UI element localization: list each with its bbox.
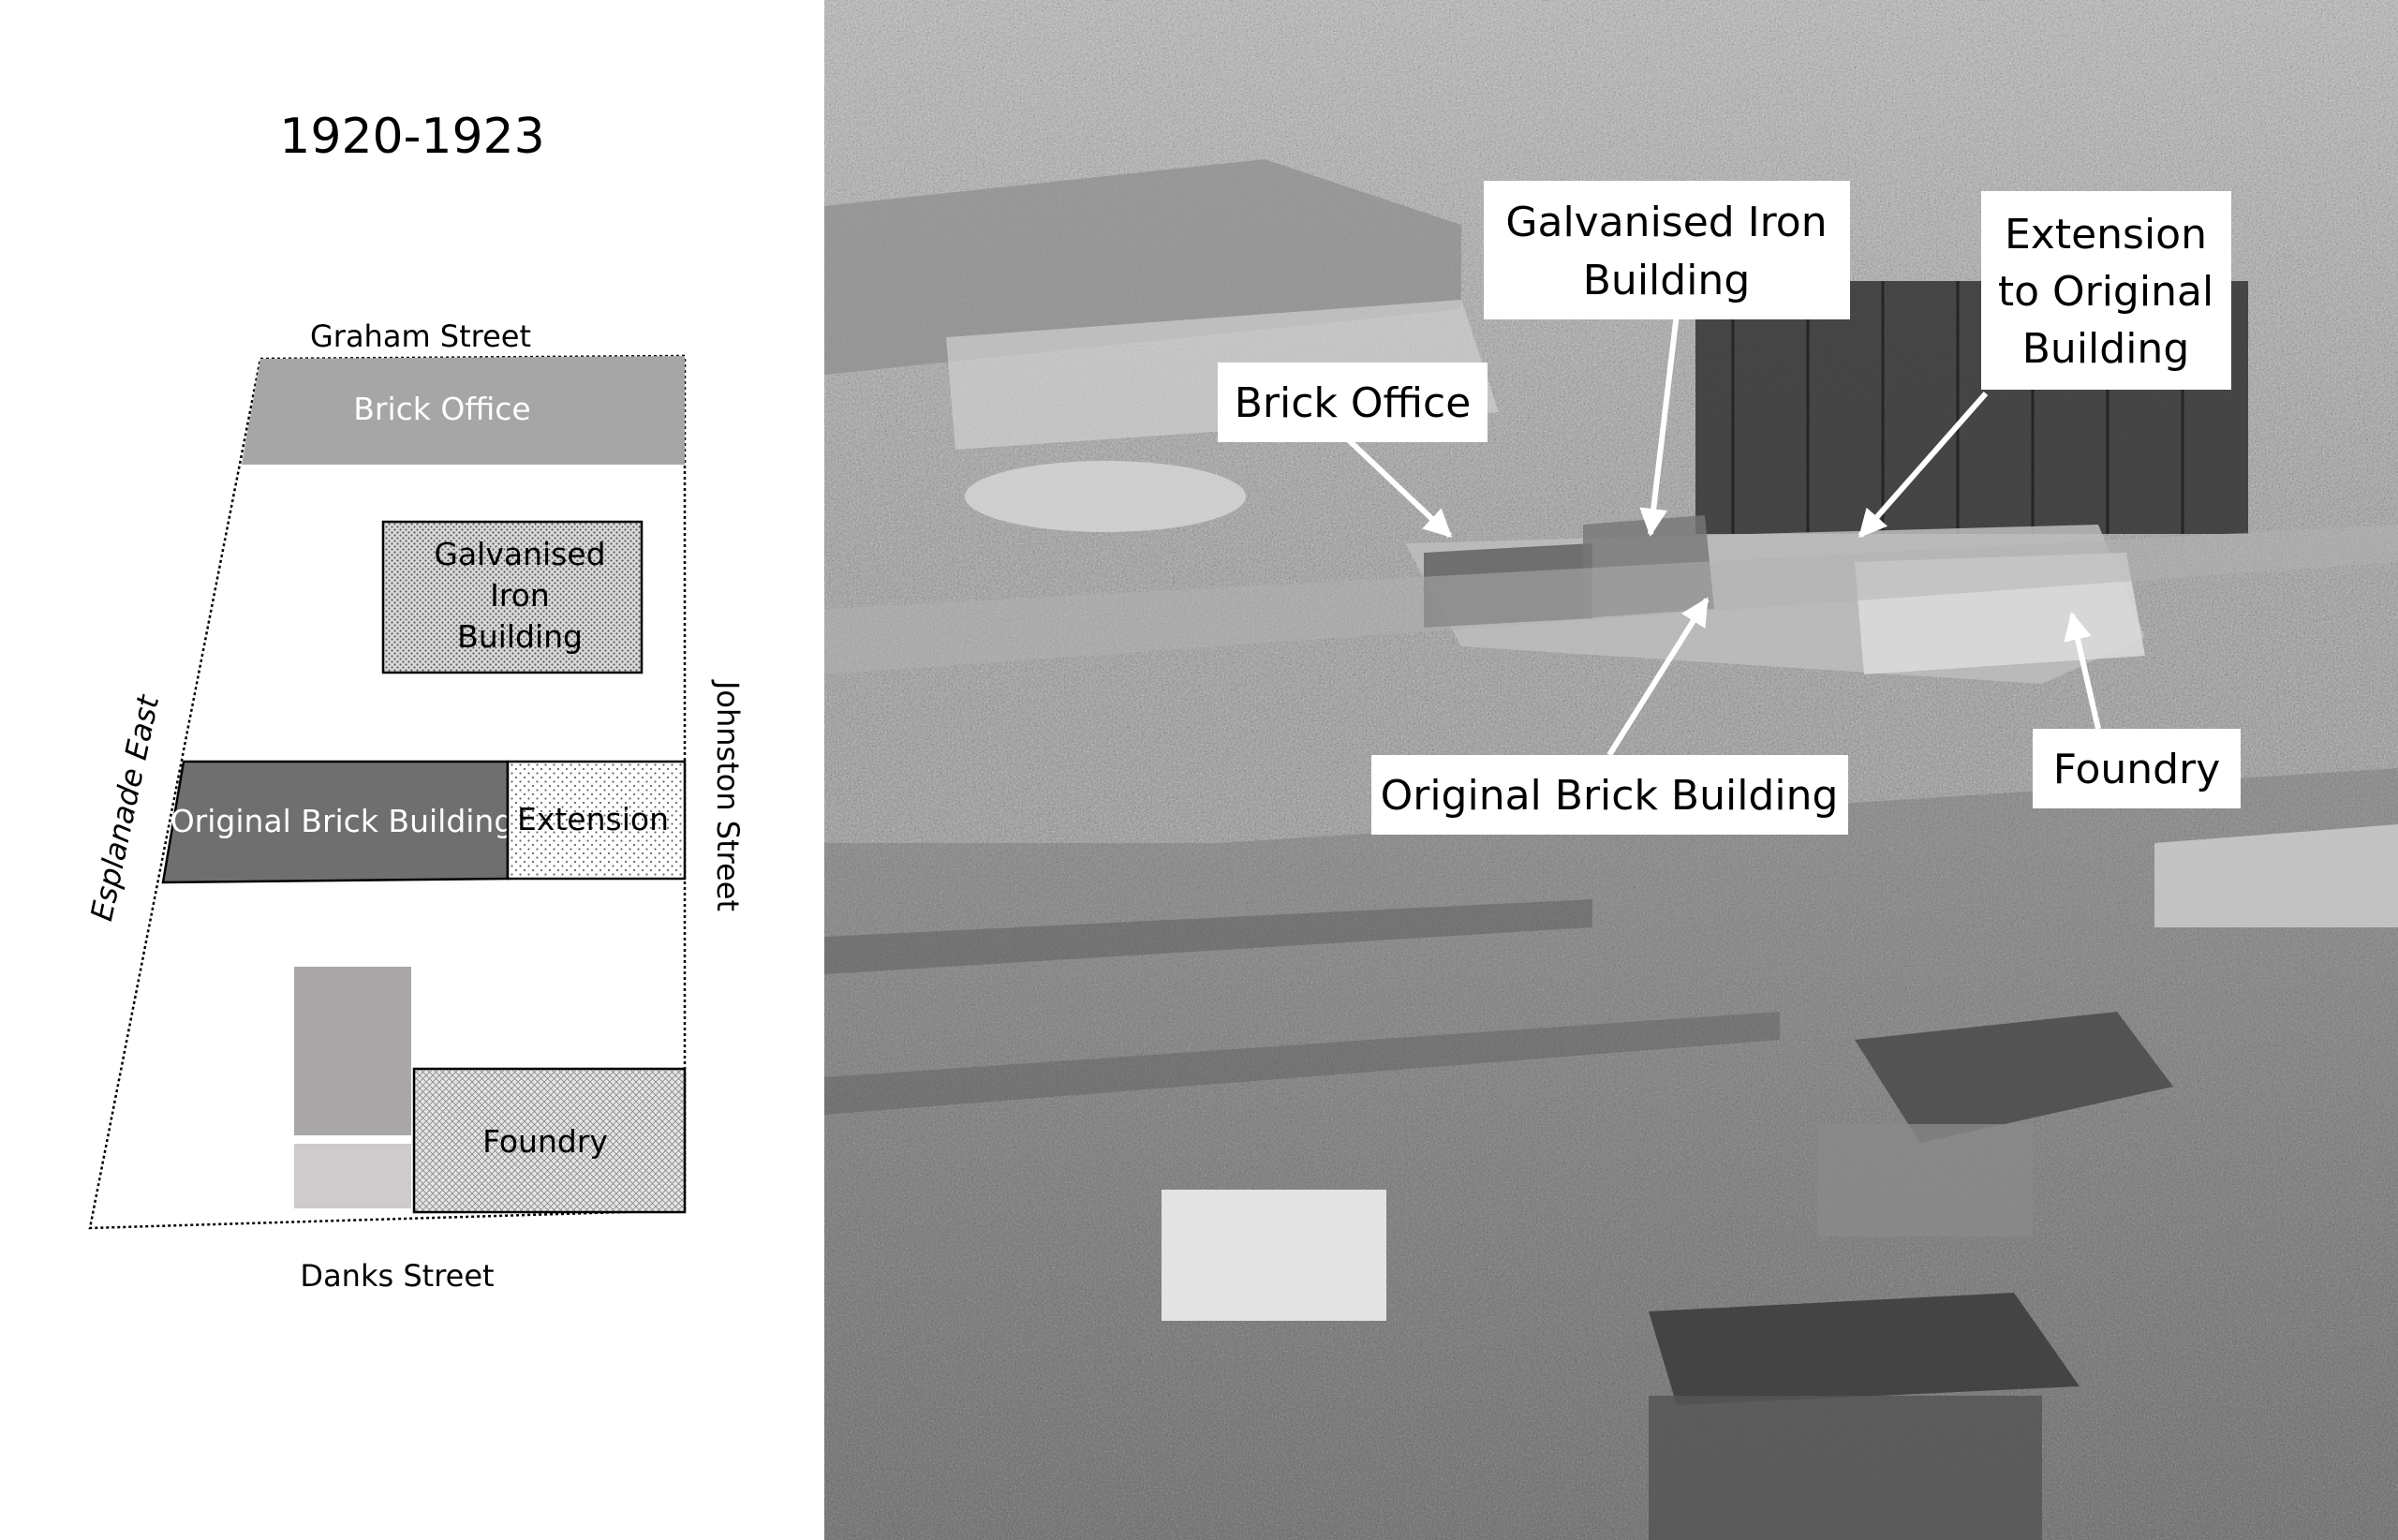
callout-original-brick: Original Brick Building (1371, 755, 1848, 835)
callout-foundry-text: Foundry (2053, 746, 2221, 793)
original-brick-label: Original Brick Building (170, 803, 514, 839)
galvanised-label-line3: Building (457, 618, 583, 655)
callout-extension-line1: Extension (2005, 211, 2207, 259)
building-brick-office (242, 356, 685, 465)
callout-extension-line3: Building (2022, 325, 2190, 373)
callout-brick-office-text: Brick Office (1235, 379, 1472, 427)
street-label-east: Johnston Street (710, 679, 746, 911)
plan-title: 1920-1923 (279, 109, 544, 165)
street-label-north: Graham Street (310, 318, 531, 354)
building-galvanised-iron (381, 520, 644, 674)
callout-brick-office: Brick Office (1218, 363, 1488, 442)
street-label-west: Esplanade East (83, 691, 166, 925)
callout-extension-line2: to Original (1998, 268, 2213, 316)
brick-office-label: Brick Office (353, 391, 530, 427)
callout-galvanised-line1: Galvanised Iron (1505, 199, 1827, 246)
building-foundry (412, 1067, 687, 1214)
street-label-south: Danks Street (300, 1258, 494, 1294)
extension-label: Extension (517, 801, 669, 837)
galvanised-label-line1: Galvanised (434, 536, 605, 572)
callout-arrows (1346, 313, 2101, 757)
arrow-foundry (2064, 612, 2101, 730)
aerial-photograph: Galvanised Iron Building Extension to Or… (824, 0, 2398, 1540)
arrow-brick-office (1346, 437, 1453, 539)
foundry-label: Foundry (482, 1123, 608, 1160)
galvanised-label-line2: Iron (490, 577, 550, 614)
callout-foundry: Foundry (2033, 729, 2241, 808)
arrow-original-brick (1606, 597, 1710, 757)
callout-galvanised-line2: Building (1583, 257, 1751, 304)
callout-extension: Extension to Original Building (1981, 191, 2231, 390)
building-extension (506, 760, 687, 881)
callout-original-brick-text: Original Brick Building (1381, 772, 1839, 820)
arrow-galvanised-iron (1639, 313, 1680, 537)
site-plan: 1920-1923 Graham Street Danks Street Esp… (83, 109, 746, 1294)
building-unlabelled-lower (294, 1144, 411, 1208)
arrow-extension (1858, 392, 1989, 539)
photo-structures (824, 159, 2398, 1540)
building-unlabelled-upper (294, 967, 411, 1135)
callout-galvanised-iron: Galvanised Iron Building (1484, 181, 1850, 319)
